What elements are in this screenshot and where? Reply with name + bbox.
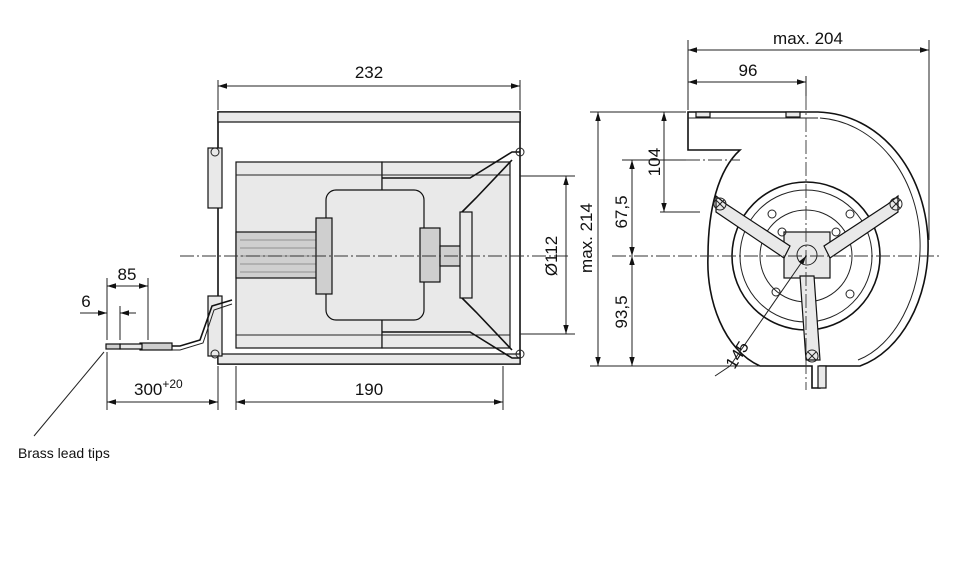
lead-wire — [139, 342, 173, 351]
bracket-screw — [210, 147, 220, 157]
dim-dia-112: Ø112 — [542, 236, 561, 276]
dim-104: 104 — [645, 148, 664, 176]
brass-tip — [105, 343, 121, 350]
bracket-screw — [210, 349, 220, 359]
hub-flange — [459, 211, 473, 299]
top-flange — [217, 111, 521, 123]
dim-145: 145 — [722, 338, 753, 372]
motor-square — [783, 231, 831, 279]
spider-arm-right — [823, 194, 899, 259]
motor-support-bottom — [382, 331, 520, 359]
hub — [796, 244, 818, 266]
front-dimensions: max. 204 96 max. 214 104 67,5 93,5 145 — [577, 29, 930, 377]
bottom-flange — [217, 353, 521, 365]
lead-wire — [119, 343, 143, 350]
outlet-tab — [695, 111, 711, 118]
outlet-tab — [785, 111, 801, 118]
side-dimensions: 232 190 300+20 85 6 Ø112 Brass lead tips — [18, 63, 575, 461]
front-view — [612, 96, 940, 390]
support-strut — [459, 159, 513, 351]
left-bracket — [207, 147, 223, 209]
dim-232: 232 — [355, 63, 383, 82]
dim-max-204: max. 204 — [773, 29, 843, 48]
side-view — [105, 111, 570, 365]
scroll-housing — [687, 111, 929, 389]
dim-96: 96 — [739, 61, 758, 80]
dim-67-5: 67,5 — [612, 195, 631, 228]
dim-300: 300+20 — [134, 377, 183, 399]
bracket-screw — [515, 147, 525, 157]
dim-6: 6 — [81, 292, 90, 311]
dim-max-214: max. 214 — [577, 203, 596, 273]
cable — [170, 299, 233, 347]
dim-93-5: 93,5 — [612, 295, 631, 328]
spider-arm-left — [715, 194, 791, 259]
label-brass-lead-tips: Brass lead tips — [18, 445, 110, 461]
motor-body — [325, 189, 425, 321]
left-bracket-lower — [207, 295, 223, 357]
dim-190: 190 — [355, 380, 383, 399]
spider-arm-bottom — [799, 275, 821, 361]
dim-85: 85 — [118, 265, 137, 284]
motor-cap-right — [419, 227, 441, 283]
bracket-screw — [515, 349, 525, 359]
shaft-housing — [235, 231, 329, 279]
cable-exit — [817, 365, 827, 389]
